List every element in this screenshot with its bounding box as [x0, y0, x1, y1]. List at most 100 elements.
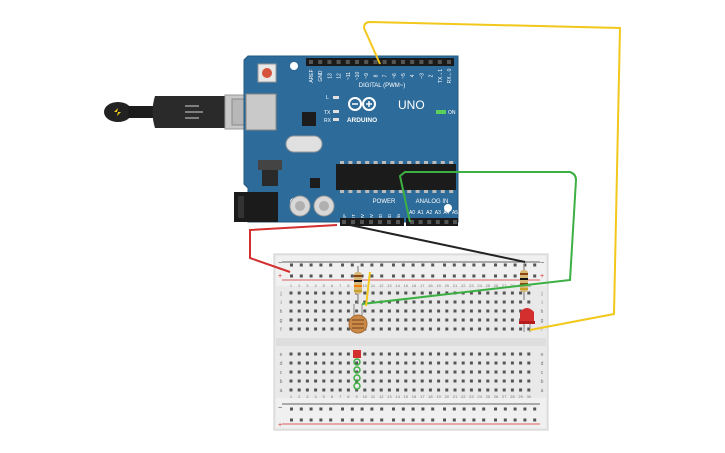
terminal-hole[interactable] [346, 379, 350, 383]
terminal-hole[interactable] [453, 327, 457, 331]
terminal-hole[interactable] [289, 300, 293, 304]
terminal-hole[interactable] [437, 379, 441, 383]
analog-pin-hole[interactable] [444, 220, 449, 224]
terminal-hole[interactable] [486, 309, 490, 313]
terminal-hole[interactable] [461, 327, 465, 331]
rail-hole[interactable] [503, 418, 507, 422]
rail-hole[interactable] [503, 263, 507, 267]
rail-hole[interactable] [392, 263, 395, 267]
terminal-hole[interactable] [428, 318, 432, 322]
terminal-hole[interactable] [437, 361, 441, 365]
rail-hole[interactable] [360, 274, 364, 278]
digital-pin-hole[interactable] [327, 60, 332, 64]
terminal-hole[interactable] [305, 352, 309, 356]
terminal-hole[interactable] [461, 300, 465, 304]
terminal-hole[interactable] [338, 352, 342, 356]
analog-header[interactable] [406, 218, 458, 226]
terminal-hole[interactable] [297, 300, 301, 304]
terminal-hole[interactable] [494, 318, 498, 322]
rail-hole[interactable] [494, 263, 497, 267]
terminal-hole[interactable] [379, 309, 383, 313]
terminal-hole[interactable] [519, 309, 523, 313]
terminal-hole[interactable] [338, 318, 342, 322]
terminal-hole[interactable] [453, 379, 457, 383]
terminal-hole[interactable] [404, 388, 408, 392]
terminal-hole[interactable] [437, 309, 441, 313]
terminal-hole[interactable] [355, 309, 359, 313]
terminal-hole[interactable] [461, 361, 465, 365]
terminal-hole[interactable] [412, 327, 416, 331]
terminal-hole[interactable] [297, 309, 301, 313]
power-pin-hole[interactable] [351, 220, 355, 224]
terminal-hole[interactable] [338, 361, 342, 365]
terminal-hole[interactable] [412, 370, 416, 374]
wire-red[interactable] [249, 224, 338, 273]
terminal-hole[interactable] [371, 309, 375, 313]
rail-hole[interactable] [452, 274, 456, 278]
rail-hole[interactable] [329, 407, 333, 411]
terminal-hole[interactable] [379, 327, 383, 331]
rail-hole[interactable] [309, 263, 313, 267]
rail-hole[interactable] [350, 418, 354, 422]
terminal-hole[interactable] [453, 361, 457, 365]
terminal-hole[interactable] [338, 370, 342, 374]
terminal-hole[interactable] [510, 309, 514, 313]
terminal-hole[interactable] [371, 379, 375, 383]
terminal-hole[interactable] [387, 370, 391, 374]
terminal-hole[interactable] [330, 291, 334, 295]
terminal-hole[interactable] [527, 300, 531, 304]
terminal-hole[interactable] [322, 361, 326, 365]
terminal-hole[interactable] [437, 388, 441, 392]
terminal-hole[interactable] [478, 379, 482, 383]
terminal-hole[interactable] [322, 291, 326, 295]
terminal-hole[interactable] [420, 291, 424, 295]
terminal-hole[interactable] [420, 352, 424, 356]
rail-hole[interactable] [523, 263, 527, 267]
terminal-hole[interactable] [453, 388, 457, 392]
terminal-hole[interactable] [486, 361, 490, 365]
rail-hole[interactable] [350, 263, 354, 267]
rail-hole[interactable] [411, 274, 415, 278]
rail-hole[interactable] [431, 274, 435, 278]
rail-hole[interactable] [329, 418, 333, 422]
terminal-hole[interactable] [445, 370, 449, 374]
rail-hole[interactable] [482, 407, 486, 411]
terminal-hole[interactable] [510, 370, 514, 374]
terminal-hole[interactable] [412, 379, 416, 383]
terminal-hole[interactable] [469, 291, 473, 295]
rail-hole[interactable] [443, 407, 446, 411]
rail-hole[interactable] [462, 407, 466, 411]
terminal-hole[interactable] [486, 379, 490, 383]
rail-hole[interactable] [533, 274, 537, 278]
rail-hole[interactable] [523, 407, 527, 411]
rail-hole[interactable] [370, 263, 374, 267]
rail-hole[interactable] [299, 407, 303, 411]
terminal-hole[interactable] [396, 309, 400, 313]
digital-pin-hole[interactable] [355, 60, 359, 64]
terminal-hole[interactable] [289, 379, 293, 383]
power-pin-hole[interactable] [369, 220, 373, 224]
terminal-hole[interactable] [510, 352, 514, 356]
terminal-hole[interactable] [363, 370, 367, 374]
terminal-hole[interactable] [519, 352, 523, 356]
rail-hole[interactable] [503, 274, 507, 278]
terminal-hole[interactable] [330, 352, 334, 356]
terminal-hole[interactable] [379, 318, 383, 322]
terminal-hole[interactable] [330, 361, 334, 365]
rail-hole[interactable] [462, 274, 466, 278]
terminal-hole[interactable] [330, 309, 334, 313]
terminal-hole[interactable] [314, 388, 318, 392]
terminal-hole[interactable] [322, 318, 326, 322]
rail-hole[interactable] [513, 274, 517, 278]
terminal-hole[interactable] [314, 352, 318, 356]
terminal-hole[interactable] [486, 291, 490, 295]
terminal-hole[interactable] [379, 370, 383, 374]
terminal-hole[interactable] [502, 327, 506, 331]
rail-hole[interactable] [290, 418, 293, 422]
rail-hole[interactable] [380, 407, 384, 411]
terminal-hole[interactable] [371, 361, 375, 365]
rail-hole[interactable] [309, 274, 313, 278]
terminal-hole[interactable] [387, 327, 391, 331]
terminal-hole[interactable] [363, 300, 367, 304]
